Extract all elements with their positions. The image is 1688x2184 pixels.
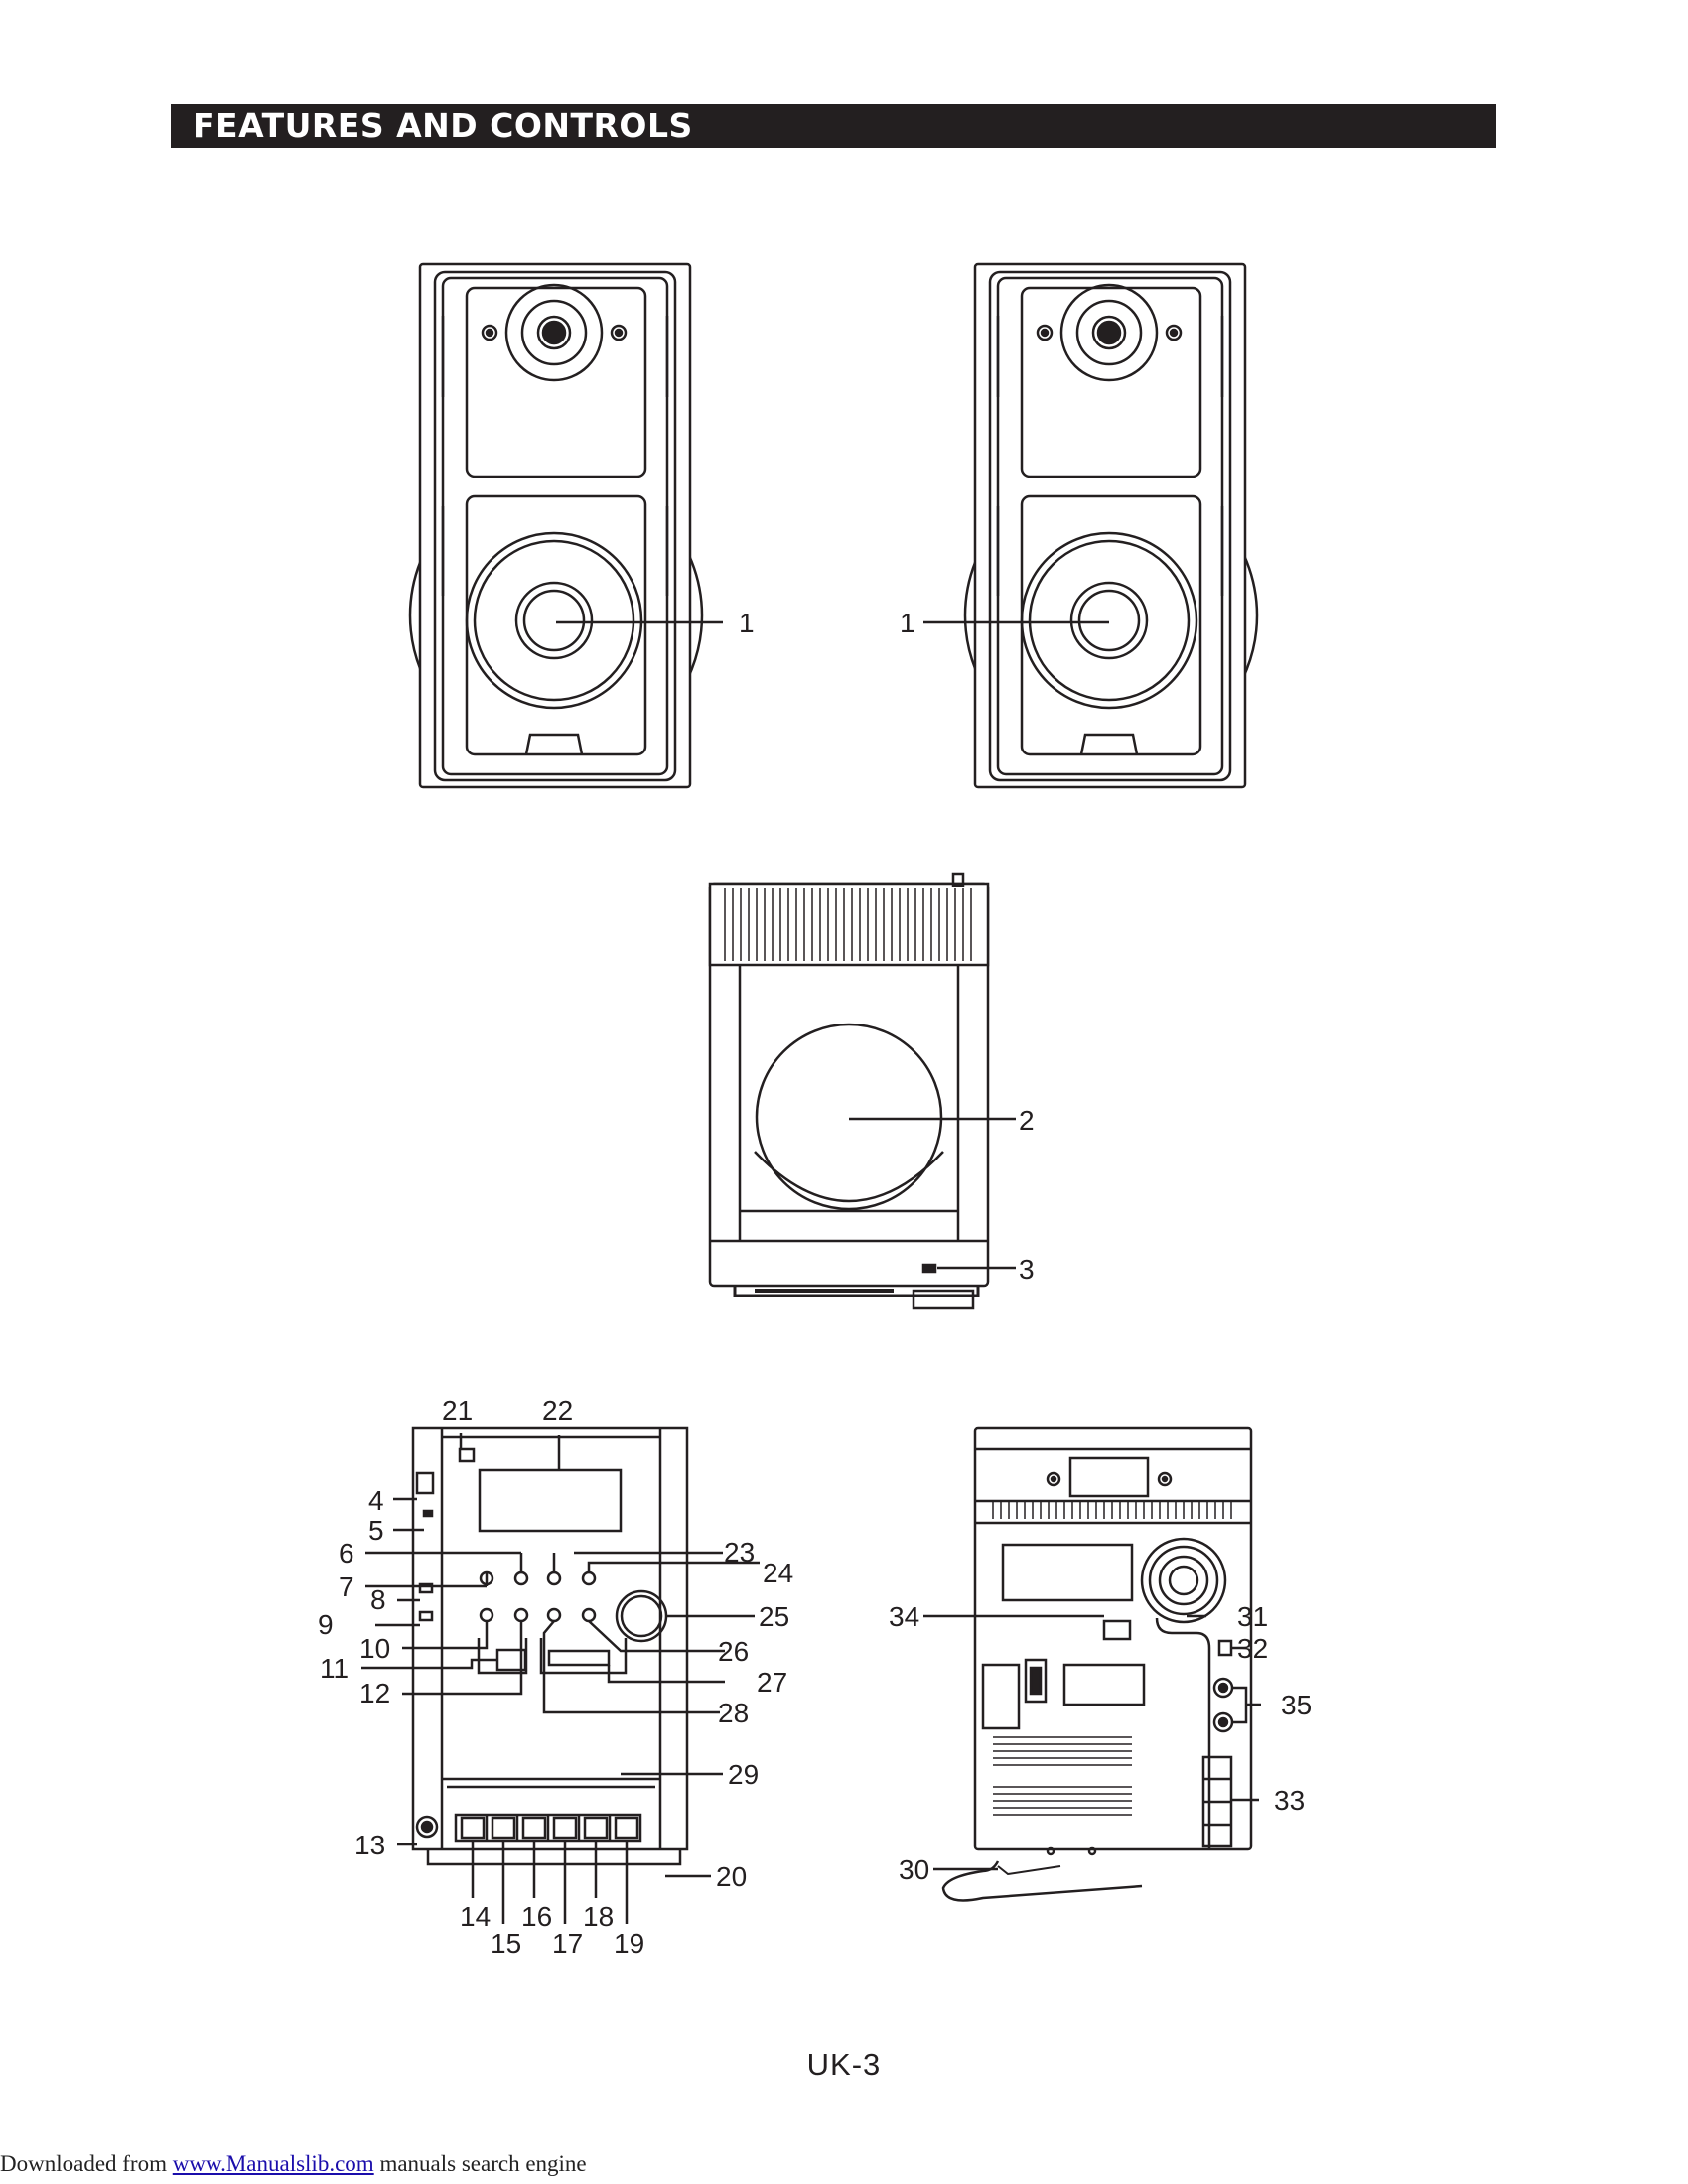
callout-18: 18 bbox=[583, 1901, 614, 1932]
section-title: FEATURES AND CONTROLS bbox=[193, 106, 693, 145]
callout-11: 11 bbox=[320, 1653, 349, 1684]
footer-suffix: manuals search engine bbox=[373, 2151, 587, 2176]
main-unit-front-view bbox=[361, 1426, 760, 1924]
callout-30: 30 bbox=[899, 1854, 929, 1885]
callout-20: 20 bbox=[716, 1861, 747, 1892]
callout-32: 32 bbox=[1237, 1633, 1268, 1664]
callout-15: 15 bbox=[491, 1928, 521, 1959]
section-header-bar: FEATURES AND CONTROLS bbox=[171, 104, 1496, 148]
callout-28: 28 bbox=[718, 1698, 749, 1728]
right-speaker-illustration bbox=[923, 262, 1259, 789]
callout-24: 24 bbox=[763, 1558, 793, 1588]
callout-3: 3 bbox=[1019, 1254, 1035, 1285]
callout-29: 29 bbox=[728, 1759, 759, 1790]
callout-22: 22 bbox=[542, 1395, 573, 1426]
manualslib-link[interactable]: www.Manualslib.com bbox=[172, 2151, 374, 2176]
callout-4: 4 bbox=[368, 1485, 384, 1516]
callout-34: 34 bbox=[889, 1601, 919, 1632]
callout-17: 17 bbox=[552, 1928, 583, 1959]
download-footer: Downloaded from www.Manualslib.com manua… bbox=[0, 2151, 587, 2177]
footer-prefix: Downloaded from bbox=[0, 2151, 173, 2176]
callout-31: 31 bbox=[1237, 1601, 1268, 1632]
callout-25: 25 bbox=[759, 1601, 789, 1632]
callout-2: 2 bbox=[1019, 1105, 1035, 1136]
callout-8: 8 bbox=[370, 1584, 386, 1615]
callout-1-left: 1 bbox=[739, 608, 755, 638]
callout-6: 6 bbox=[339, 1538, 354, 1569]
callout-33: 33 bbox=[1274, 1785, 1305, 1816]
callout-13: 13 bbox=[354, 1830, 385, 1860]
callout-26: 26 bbox=[718, 1636, 749, 1667]
callout-1-right: 1 bbox=[900, 608, 915, 638]
callout-21: 21 bbox=[442, 1395, 473, 1426]
main-unit-top-view bbox=[708, 872, 1016, 1310]
callout-7: 7 bbox=[339, 1571, 354, 1602]
callout-27: 27 bbox=[757, 1667, 787, 1698]
main-unit-rear-view bbox=[923, 1426, 1261, 1902]
page-number: UK-3 bbox=[806, 2047, 882, 2082]
callout-10: 10 bbox=[359, 1633, 390, 1664]
callout-14: 14 bbox=[460, 1901, 491, 1932]
left-speaker-illustration bbox=[408, 262, 723, 789]
callout-12: 12 bbox=[359, 1678, 390, 1708]
callout-19: 19 bbox=[614, 1928, 644, 1959]
callout-5: 5 bbox=[368, 1515, 384, 1546]
callout-16: 16 bbox=[521, 1901, 552, 1932]
callout-9: 9 bbox=[318, 1609, 334, 1640]
callout-35: 35 bbox=[1281, 1690, 1312, 1720]
callout-23: 23 bbox=[724, 1537, 755, 1568]
